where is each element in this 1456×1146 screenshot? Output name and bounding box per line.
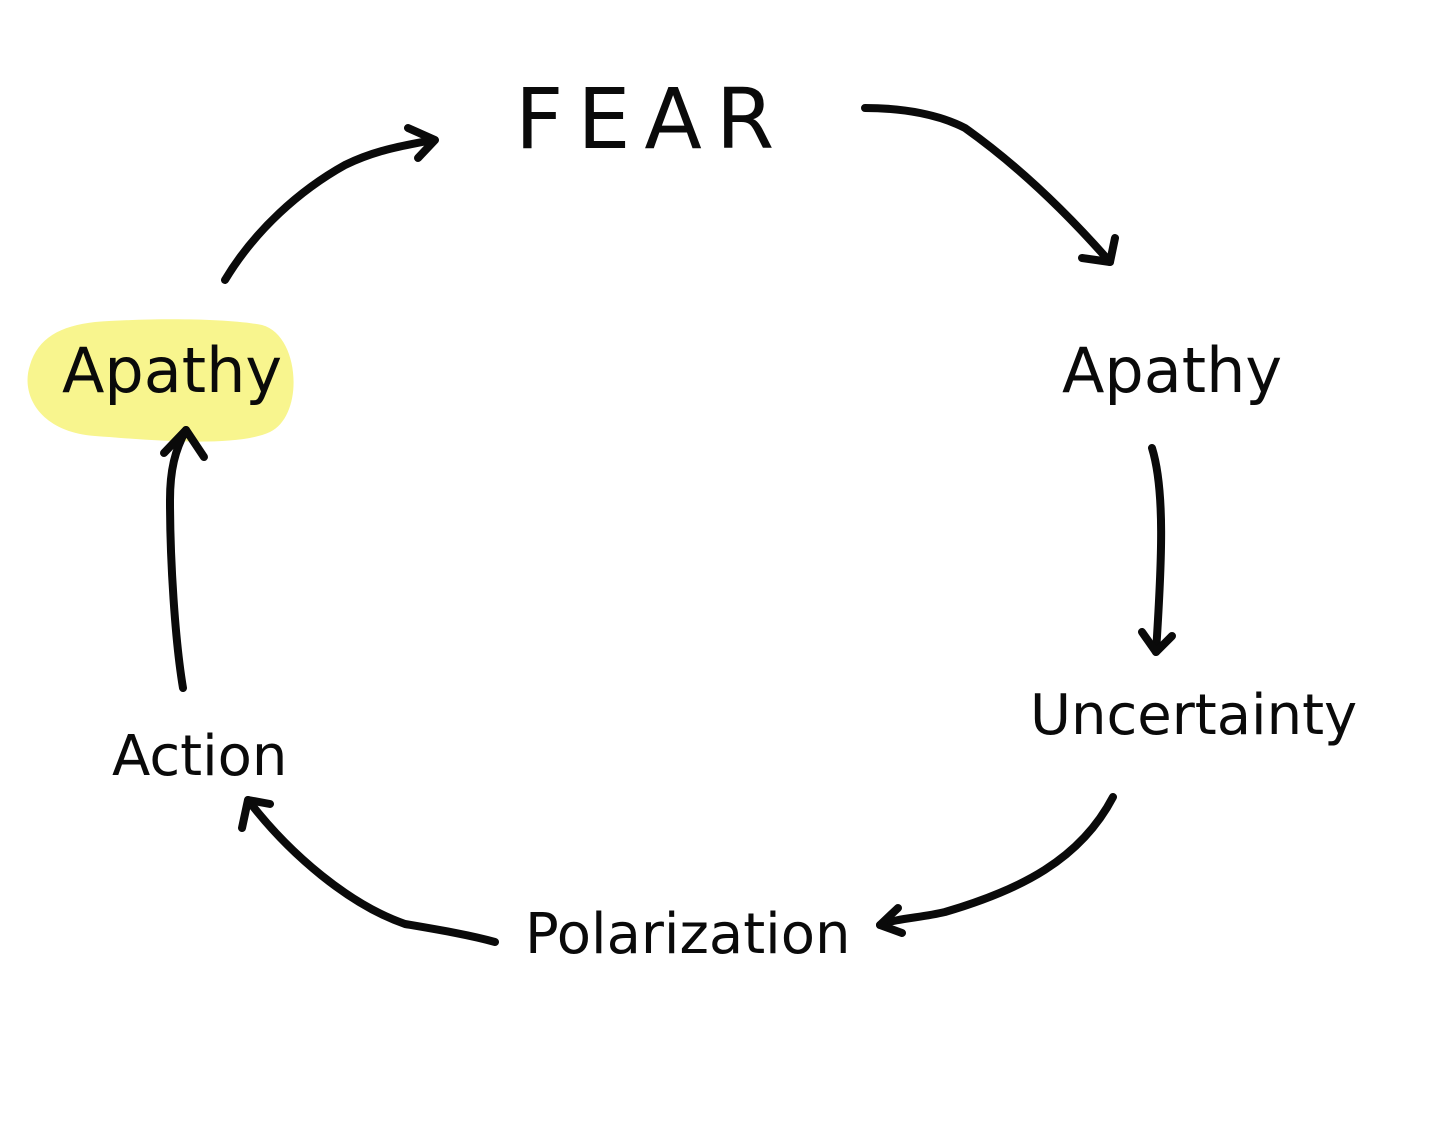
arrow-polarization-to-action [238, 796, 499, 946]
node-polarization: Polarization [525, 902, 850, 967]
arrow-uncertainty-to-polarization [876, 793, 1117, 937]
arrow-apathy-to-uncertainty [1138, 444, 1176, 656]
node-apathy-right: Apathy [1062, 334, 1282, 407]
node-action: Action [112, 724, 287, 789]
node-uncertainty: Uncertainty [1030, 683, 1357, 748]
arrow-apathy-to-fear [221, 124, 439, 284]
arrow-action-to-apathy [160, 426, 208, 692]
node-fear: FEAR [515, 70, 788, 168]
apathy-highlight [27, 319, 294, 442]
node-apathy-left: Apathy [62, 334, 282, 407]
arrow-fear-to-apathy [861, 104, 1119, 266]
